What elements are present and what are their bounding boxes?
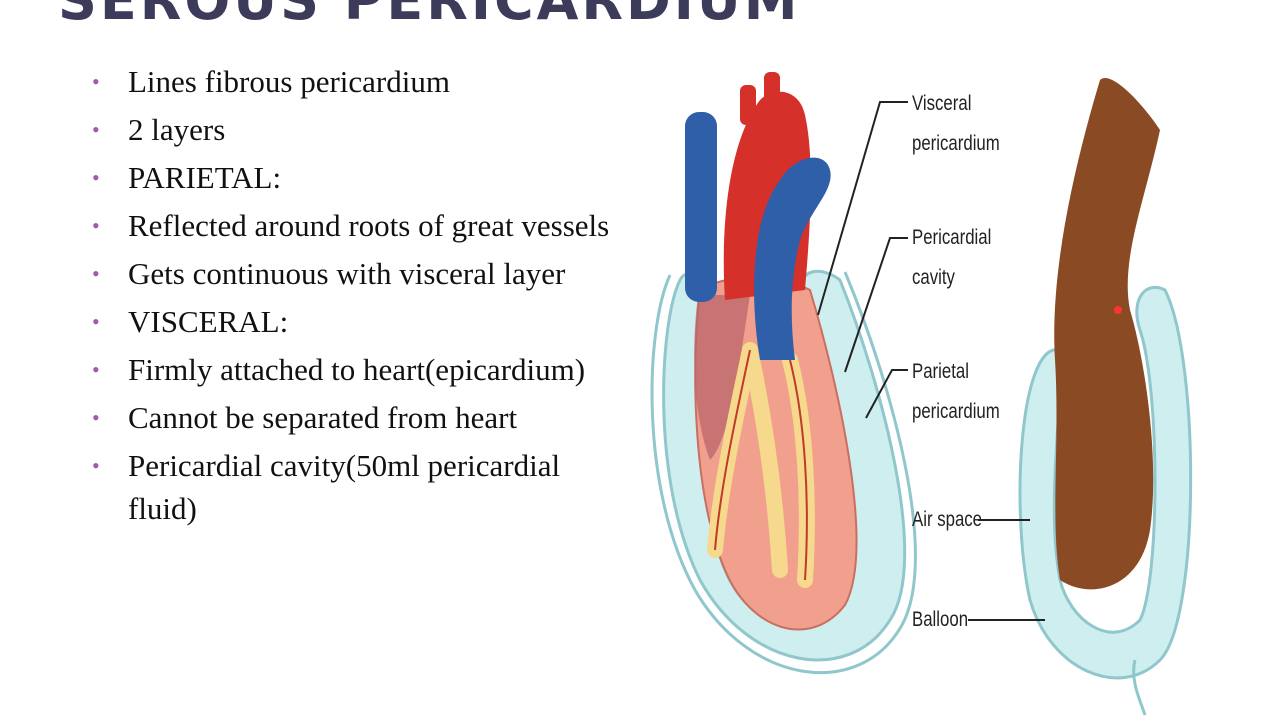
coronary-vessels	[714, 349, 808, 581]
slide-title: SEROUS PERICARDIUM	[58, 0, 801, 32]
bullet-icon: •	[92, 117, 100, 142]
marker-dot	[1114, 306, 1122, 314]
bullet-icon: •	[92, 309, 100, 334]
pericardium-figure: Visceral pericardium Pericardial cavity …	[640, 60, 1280, 720]
bullet-icon: •	[92, 165, 100, 190]
superior-vena-cava	[685, 112, 717, 302]
bullet-icon: •	[92, 453, 100, 478]
label-parietal: Parietal pericardium	[912, 360, 1000, 423]
right-atrium	[694, 295, 750, 460]
label-air-space: Air space	[912, 508, 983, 531]
balloon-knot	[1132, 659, 1147, 716]
aorta-branch	[764, 72, 780, 117]
parietal-layer	[650, 271, 917, 675]
bullet-item: •Pericardial cavity(50ml pericardial flu…	[92, 444, 632, 530]
bullet-icon: •	[92, 405, 100, 430]
bullet-icon: •	[92, 213, 100, 238]
label-pericardial-cavity: Pericardial cavity	[912, 226, 992, 289]
leader-line-visceral	[817, 101, 908, 316]
aorta-branch	[740, 85, 756, 125]
leader-line-parietal	[865, 369, 908, 419]
bullet-item: •VISCERAL:	[92, 300, 632, 343]
balloon	[1018, 286, 1193, 680]
bullet-icon: •	[92, 357, 100, 382]
bullet-item: •Gets continuous with visceral layer	[92, 252, 632, 295]
leader-lines	[817, 101, 1045, 621]
fist	[1054, 78, 1160, 590]
bullet-item: •Reflected around roots of great vessels	[92, 204, 632, 247]
leader-line-cavity	[844, 237, 908, 373]
bullet-item: •Lines fibrous pericardium	[92, 60, 632, 103]
bullet-icon: •	[92, 261, 100, 286]
bullet-item: •Firmly attached to heart(epicardium)	[92, 348, 632, 391]
bullet-icon: •	[92, 69, 100, 94]
heart-illustration	[650, 72, 917, 675]
bullet-item: •Cannot be separated from heart	[92, 396, 632, 439]
bullet-item: •2 layers	[92, 108, 632, 151]
pulmonary-vein	[754, 157, 831, 360]
bullet-list: •Lines fibrous pericardium •2 layers •PA…	[92, 60, 632, 535]
label-visceral: Visceral pericardium	[912, 92, 1000, 155]
balloon-illustration	[1018, 78, 1193, 716]
label-balloon: Balloon	[912, 608, 969, 631]
bullet-item: •PARIETAL:	[92, 156, 632, 199]
